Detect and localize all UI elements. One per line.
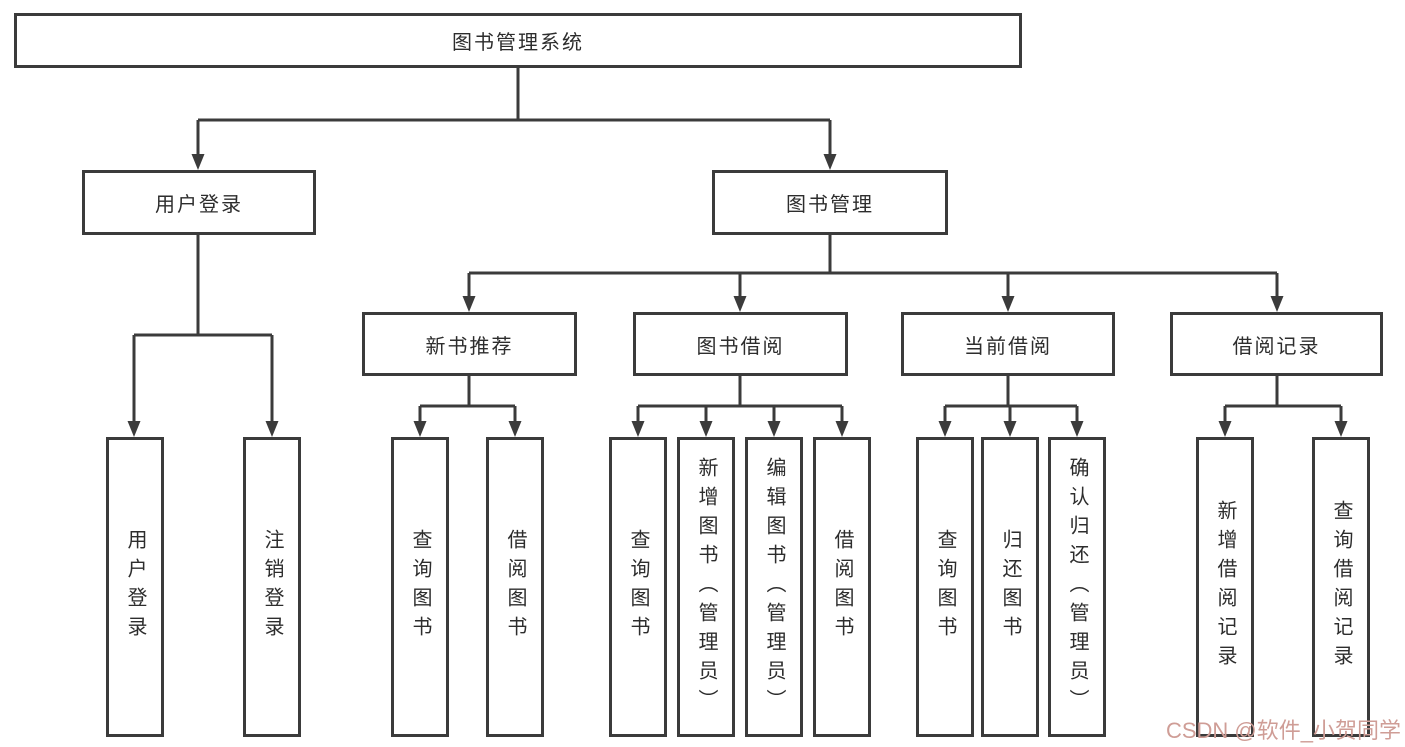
- arrow-down-icon: [699, 421, 713, 437]
- node-new-book-recommend: 新书推荐: [362, 312, 577, 376]
- leaf-borrow-book: 借阅图书: [813, 437, 871, 737]
- arrow-down-icon: [413, 421, 427, 437]
- csdn-watermark: CSDN @软件_小贺同学: [1165, 718, 1401, 743]
- leaf-label: 注销登录: [261, 529, 283, 645]
- leaf-edit-book-admin: 编辑图书（管理员）: [745, 437, 803, 737]
- node-borrow-records: 借阅记录: [1170, 312, 1383, 376]
- arrow-down-icon: [767, 421, 781, 437]
- arrow-down-icon: [1270, 296, 1284, 312]
- leaf-label: 查询借阅记录: [1330, 500, 1352, 674]
- node-current-borrow: 当前借阅: [901, 312, 1115, 376]
- leaf-add-book-admin: 新增图书（管理员）: [677, 437, 735, 737]
- node-root-system: 图书管理系统: [14, 13, 1022, 68]
- leaf-add-borrow-record: 新增借阅记录: [1196, 437, 1254, 737]
- arrow-down-icon: [1334, 421, 1348, 437]
- leaf-query-book: 查询图书: [609, 437, 667, 737]
- arrow-down-icon: [631, 421, 645, 437]
- node-root-label: 图书管理系统: [452, 32, 584, 54]
- connector-borrowrecord-to-leaves: [1223, 376, 1343, 421]
- arrow-down-icon: [938, 421, 952, 437]
- leaf-label: 新增图书（管理员）: [695, 456, 717, 718]
- arrow-down-icon: [191, 154, 205, 170]
- leaf-label: 借阅图书: [831, 529, 853, 645]
- leaf-user-login: 用户登录: [106, 437, 164, 737]
- arrow-down-icon: [1070, 421, 1084, 437]
- connector-root-to-level1: [196, 68, 832, 155]
- node-label: 用户登录: [155, 194, 243, 216]
- node-user-login: 用户登录: [82, 170, 316, 235]
- arrow-down-icon: [462, 296, 476, 312]
- connector-currentborrow-to-leaves: [943, 376, 1079, 421]
- leaf-label: 归还图书: [999, 529, 1021, 645]
- leaf-label: 查询图书: [409, 529, 431, 645]
- leaf-label: 查询图书: [934, 529, 956, 645]
- node-book-management: 图书管理: [712, 170, 948, 235]
- leaf-label: 确认归还（管理员）: [1066, 456, 1088, 718]
- arrow-down-icon: [1003, 421, 1017, 437]
- leaf-logout: 注销登录: [243, 437, 301, 737]
- leaf-query-book: 查询图书: [391, 437, 449, 737]
- leaf-borrow-book: 借阅图书: [486, 437, 544, 737]
- leaf-label: 用户登录: [124, 529, 146, 645]
- arrow-down-icon: [823, 154, 837, 170]
- node-book-borrow: 图书借阅: [633, 312, 848, 376]
- leaf-return-book: 归还图书: [981, 437, 1039, 737]
- node-label: 当前借阅: [964, 335, 1052, 358]
- arrow-down-icon: [508, 421, 522, 437]
- arrow-down-icon: [835, 421, 849, 437]
- node-label: 新书推荐: [425, 335, 514, 358]
- leaf-confirm-return-admin: 确认归还（管理员）: [1048, 437, 1106, 737]
- connector-bookmgmt-to-level2: [467, 235, 1279, 296]
- leaf-label: 新增借阅记录: [1214, 500, 1236, 674]
- arrow-down-icon: [265, 421, 279, 437]
- arrow-down-icon: [127, 421, 141, 437]
- arrow-down-icon: [1218, 421, 1232, 437]
- leaf-label: 查询图书: [627, 529, 649, 645]
- node-label: 图书借阅: [696, 335, 785, 358]
- leaf-label: 编辑图书（管理员）: [763, 456, 785, 718]
- connector-bookborrow-to-leaves: [636, 376, 844, 421]
- connector-newbook-to-leaves: [418, 376, 517, 421]
- leaf-query-book: 查询图书: [916, 437, 974, 737]
- connector-userlogin-to-leaves: [132, 235, 274, 421]
- leaf-label: 借阅图书: [504, 529, 526, 645]
- leaf-query-borrow-record: 查询借阅记录: [1312, 437, 1370, 737]
- node-label: 借阅记录: [1232, 335, 1321, 358]
- arrow-down-icon: [1001, 296, 1015, 312]
- node-label: 图书管理: [786, 194, 874, 216]
- arrow-down-icon: [733, 296, 747, 312]
